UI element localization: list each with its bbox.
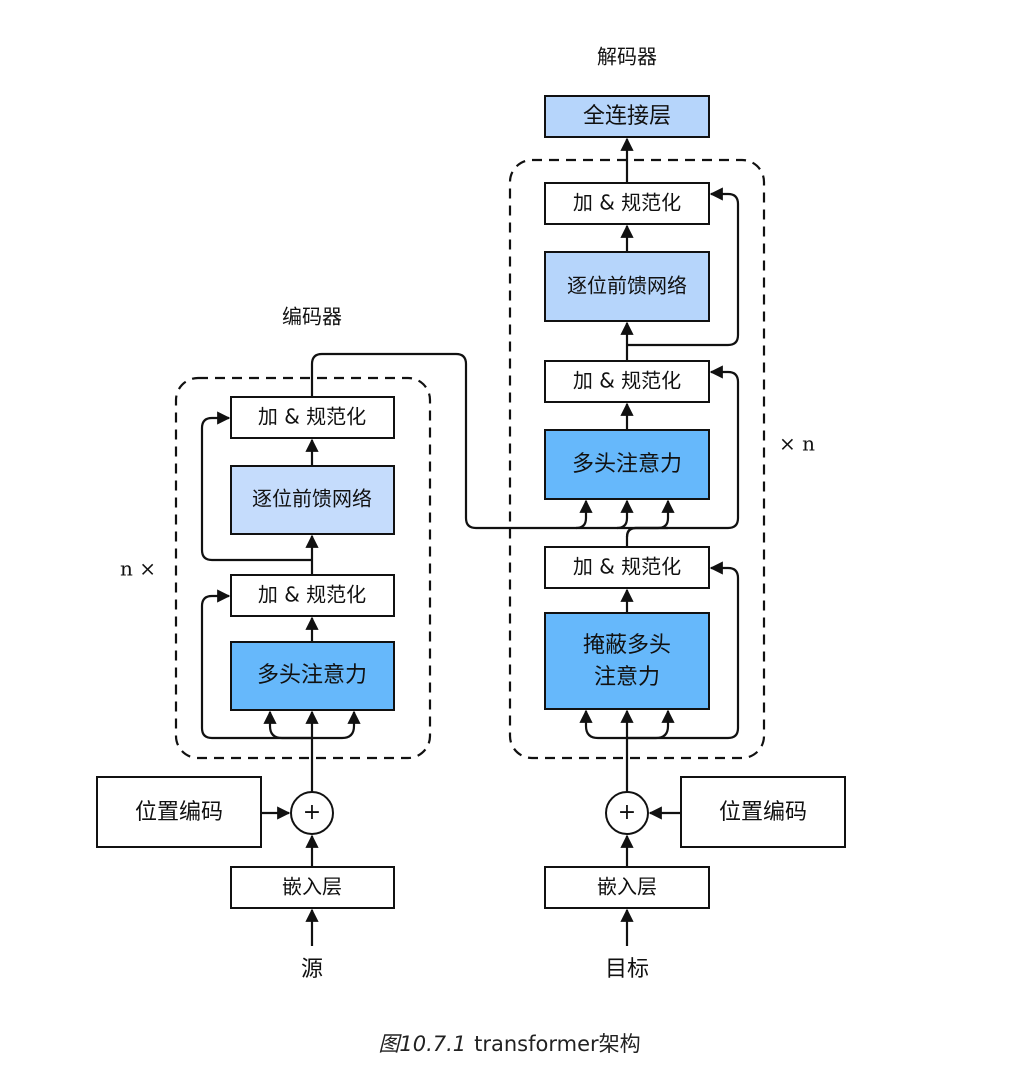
decoder-embedding-box	[544, 866, 710, 909]
decoder-add-norm-top-label: 加 & 规范化	[573, 191, 681, 215]
decoder-ffn-box	[544, 251, 710, 322]
encoder-add-norm-bottom-box	[230, 574, 395, 617]
decoder-masked-attention-box	[544, 612, 710, 710]
decoder-cross-attention-box	[544, 429, 710, 500]
figure-caption: 图10.7.1 transformer架构	[0, 1028, 1019, 1058]
decoder-dense-label: 全连接层	[583, 104, 671, 129]
decoder-masked-attention-line2: 注意力	[594, 665, 660, 690]
encoder-wires	[200, 352, 668, 946]
encoder-add-norm-top-label: 加 & 规范化	[258, 405, 366, 429]
decoder-add-norm-mid-label: 加 & 规范化	[573, 369, 681, 393]
encoder-add-norm-bottom-label: 加 & 规范化	[258, 583, 366, 607]
encoder-embedding-label: 嵌入层	[282, 875, 342, 899]
decoder: 解码器 全连接层 × n 加 & 规范化 逐位前馈网络 加 & 规范化 多头注意…	[508, 45, 846, 982]
decoder-add-norm-bottom-label: 加 & 规范化	[573, 555, 681, 579]
decoder-repeat-block	[508, 158, 766, 760]
encoder-repeat-label: n ×	[120, 557, 156, 581]
encoder-repeat-block	[174, 376, 432, 760]
decoder-plus-label: +	[618, 800, 636, 825]
encoder-ffn-box	[230, 465, 395, 535]
decoder-add-norm-top-box	[544, 182, 710, 225]
decoder-add-norm-mid-box	[544, 360, 710, 403]
decoder-title: 解码器	[597, 45, 657, 69]
encoder-input-label: 源	[301, 957, 323, 982]
decoder-input-label: 目标	[605, 957, 649, 982]
encoder: 编码器 n × 加 & 规范化 逐位前馈网络 加 & 规范化 多头注意力 位置编…	[96, 305, 668, 982]
decoder-dense-box	[544, 95, 710, 138]
decoder-pos-encoding-box	[680, 776, 846, 848]
decoder-ffn-label: 逐位前馈网络	[567, 274, 687, 298]
encoder-pos-encoding-box	[96, 776, 262, 848]
encoder-title: 编码器	[282, 305, 342, 329]
encoder-ffn-label: 逐位前馈网络	[252, 487, 372, 511]
encoder-attention-label: 多头注意力	[257, 663, 367, 688]
decoder-pos-encoding-label: 位置编码	[719, 800, 807, 825]
caption-number: 图10.7.1	[378, 1032, 467, 1056]
encoder-embedding-box	[230, 866, 395, 909]
decoder-cross-attention-label: 多头注意力	[572, 452, 682, 477]
decoder-repeat-label: × n	[779, 432, 815, 456]
encoder-pos-encoding-label: 位置编码	[135, 800, 223, 825]
decoder-embedding-label: 嵌入层	[597, 875, 657, 899]
decoder-masked-attention-line1: 掩蔽多头	[583, 633, 671, 658]
encoder-attention-box	[230, 641, 395, 711]
decoder-wires	[575, 137, 740, 946]
caption-text: transformer架构	[474, 1032, 641, 1056]
encoder-plus-label: +	[303, 800, 321, 825]
decoder-add-norm-bottom-box	[544, 546, 710, 589]
